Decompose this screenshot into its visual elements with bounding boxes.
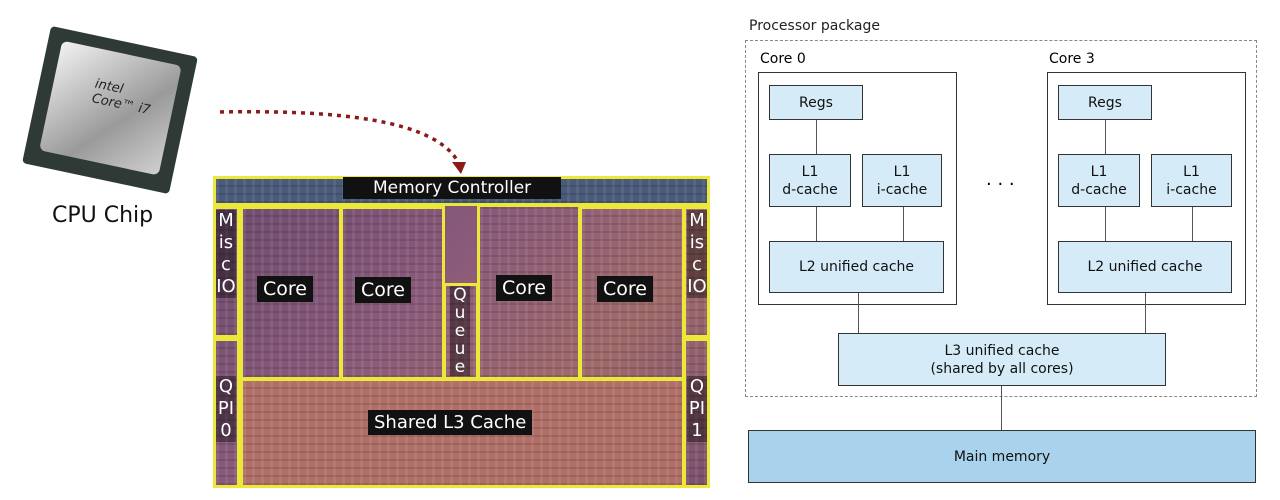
core3-l1-dcache: L1 d-cache	[1058, 154, 1140, 207]
arrow-chip-to-die	[219, 110, 466, 174]
cpu-chip-caption: CPU Chip	[52, 203, 154, 228]
l3-cache: L3 unified cache (shared by all cores)	[838, 333, 1166, 386]
core3-l2-cache: L2 unified cache	[1058, 241, 1232, 293]
core-label: Core	[597, 276, 653, 302]
main-memory: Main memory	[748, 430, 1256, 483]
die-photo: Memory Controller Misc IO QPI 0 Misc IO …	[213, 176, 710, 488]
core0-l1-icache: L1 i-cache	[862, 154, 942, 207]
core-label: Core	[355, 277, 411, 303]
core3-regs: Regs	[1058, 85, 1152, 120]
core0-label: Core 0	[760, 51, 806, 67]
core3-l1-icache: L1 i-cache	[1151, 154, 1232, 207]
package-title: Processor package	[749, 18, 880, 34]
core0-box	[758, 72, 957, 305]
core-label: Core	[257, 276, 313, 302]
qpi0-label: QPI 0	[216, 376, 236, 442]
qpi1-label: QPI 1	[687, 376, 707, 442]
ellipsis: · · ·	[986, 174, 1015, 195]
core0-l1-dcache: L1 d-cache	[769, 154, 851, 207]
core3-box	[1047, 72, 1246, 305]
misc-io-right-label: Misc IO	[687, 210, 707, 298]
misc-io-left-label: Misc IO	[216, 210, 236, 298]
core0-l2-cache: L2 unified cache	[769, 241, 944, 293]
memory-controller-label: Memory Controller	[343, 177, 562, 199]
queue-label: Queue	[450, 286, 470, 376]
core0-regs: Regs	[769, 85, 863, 120]
core-label: Core	[496, 275, 552, 301]
l3-label: Shared L3 Cache	[368, 410, 533, 435]
core3-label: Core 3	[1049, 51, 1095, 67]
